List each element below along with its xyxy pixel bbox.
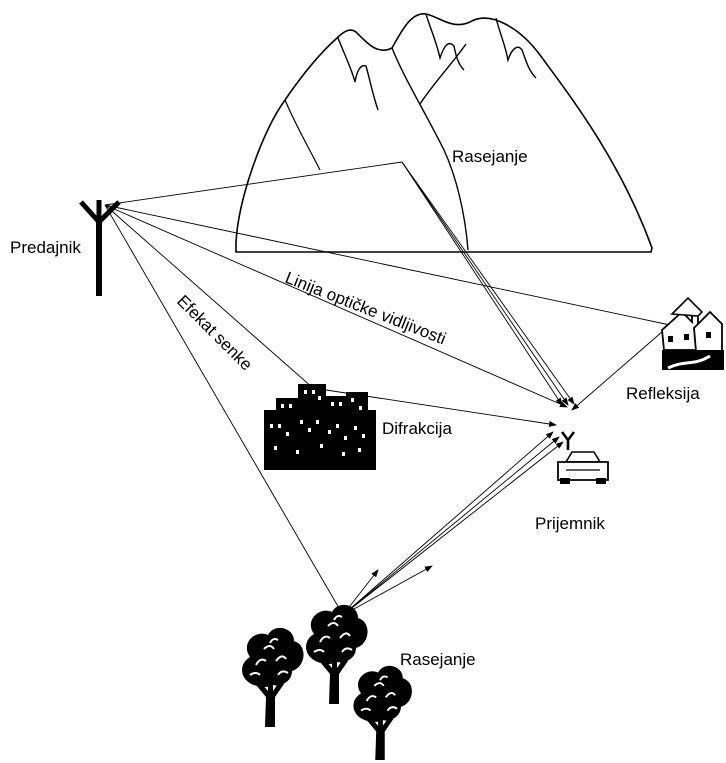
- propagation-rays: [104, 161, 671, 616]
- mountain-scattering-label: Rasejanje: [452, 147, 528, 166]
- line-of-sight-label: Linija optičke vidljivosti: [283, 268, 449, 348]
- reflection-label: Refleksija: [626, 384, 700, 403]
- city-buildings-icon: [264, 384, 376, 470]
- antenna-icon: [79, 200, 121, 296]
- receiver-label: Prijemnik: [535, 514, 605, 533]
- car-icon: [557, 431, 609, 484]
- houses-icon: [661, 296, 724, 370]
- transmitter-label: Predajnik: [10, 238, 81, 257]
- tree-scattering-label: Rasejanje: [400, 650, 476, 669]
- shadow-effect-label: Efekat senke: [173, 291, 256, 374]
- tree-icon: [241, 603, 413, 761]
- diffraction-label: Difrakcija: [382, 419, 452, 438]
- mountains-icon: [235, 13, 653, 253]
